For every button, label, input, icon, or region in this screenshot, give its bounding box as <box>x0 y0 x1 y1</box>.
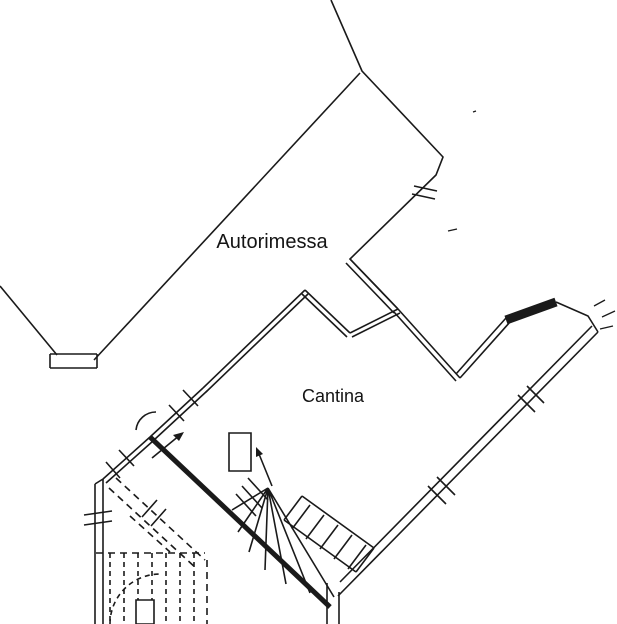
stair-direction-arrow-shaft <box>258 453 273 487</box>
tick-mark <box>168 389 199 422</box>
inner-wall-line <box>339 325 593 583</box>
entrance-arrow-head <box>173 432 184 441</box>
flight-rails <box>283 495 375 573</box>
corner-dashes <box>593 299 616 330</box>
wall-line <box>349 308 401 338</box>
wall-line <box>555 301 599 333</box>
section-ticks <box>83 185 545 527</box>
dashed-wall <box>115 477 206 561</box>
entrance-annotation <box>135 411 184 459</box>
entrance-arrow-shaft <box>151 434 181 459</box>
dashed-neighbor-unit <box>96 477 208 624</box>
wall-footing <box>49 353 98 369</box>
tick-mark <box>141 499 167 527</box>
tick-mark <box>105 449 135 479</box>
hatch-lines <box>235 477 269 517</box>
left-boundary-line <box>0 285 58 356</box>
dashed-railing <box>129 515 171 553</box>
stair-arc <box>109 573 161 624</box>
wall-line <box>202 289 309 393</box>
speck-marks <box>447 110 477 232</box>
tick-mark <box>83 510 113 526</box>
tick-mark <box>427 476 456 505</box>
wall-line <box>301 289 351 338</box>
dashed-wall <box>108 487 198 570</box>
wall-line <box>393 308 461 382</box>
bottom-wall-stub <box>326 583 340 624</box>
tick-mark <box>517 385 545 413</box>
stair-direction-arrow-head <box>256 447 263 457</box>
outer-wall-line <box>337 331 599 597</box>
cantina-walls <box>94 258 511 624</box>
right-exterior-wall <box>326 297 616 624</box>
room-label-cantina: Cantina <box>302 386 365 406</box>
duct-rectangle <box>135 599 155 624</box>
stair-pillar <box>228 432 252 472</box>
fan-treads <box>231 487 335 598</box>
room-label-autorimessa: Autorimessa <box>216 231 328 253</box>
flight-treads <box>291 504 367 570</box>
wall-line <box>455 317 511 379</box>
dashed-stair <box>109 553 195 624</box>
tick-mark <box>411 185 438 200</box>
winder-stair <box>228 432 375 598</box>
cantina-bottom-thick-wall <box>148 435 332 609</box>
wall-line <box>345 258 399 314</box>
door-swing-arc <box>135 411 157 431</box>
wall-line <box>94 478 104 624</box>
thick-wall-bar <box>504 297 558 325</box>
garage-diagonal-wall <box>93 72 361 361</box>
